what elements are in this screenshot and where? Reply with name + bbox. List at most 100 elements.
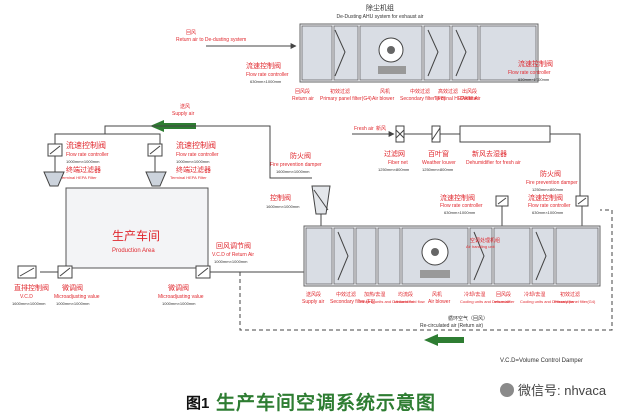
svg-text:风机: 风机 [432, 291, 442, 298]
svg-text:1000mm×1000mm: 1000mm×1000mm [214, 259, 248, 264]
svg-text:百叶窗: 百叶窗 [428, 149, 449, 158]
left-flow-controller-1: 流速控制阀 Flow rate controller 1000mm×1000mm [66, 140, 109, 164]
svg-text:直排控制阀: 直排控制阀 [14, 283, 49, 292]
svg-text:Secondary filter (F8): Secondary filter (F8) [330, 299, 376, 305]
hepa-filter-left: 终端过滤器 Terminal HEPA Filter [43, 165, 101, 187]
svg-text:1250mm×800mm: 1250mm×800mm [378, 167, 410, 172]
svg-text:Primary panel filter(G4): Primary panel filter(G4) [320, 96, 372, 102]
svg-text:Terminal HEPA filter: Terminal HEPA filter [434, 96, 478, 102]
svg-text:return air: return air [494, 299, 511, 304]
wechat-icon [500, 382, 514, 397]
production-area-en: Production Area [112, 248, 155, 254]
svg-text:Return air: Return air [292, 96, 314, 102]
top-unit-title-en: De-Dusting AHU system for exhaust air [337, 14, 424, 20]
svg-text:加热/去湿: 加热/去湿 [364, 291, 385, 298]
control-valve-label: 控制阀 1600mm×1000mm [266, 193, 300, 209]
wechat-id: 微信号: nhvaca [518, 383, 607, 398]
svg-text:新风: 新风 [376, 125, 386, 132]
svg-text:1250mm×800mm: 1250mm×800mm [422, 167, 454, 172]
micro-left-label: 微调阀 Microadjusting value 1000mm×1000mm [54, 283, 100, 306]
legend-vcd: V.C.D=Volume Control Damper [500, 358, 583, 364]
left-flow-controller-2: 流速控制阀 Flow rate controller 1000mm×1000mm [176, 140, 219, 164]
supply-arrow-en: Supply air [172, 111, 195, 117]
svg-text:空调处理机组: 空调处理机组 [470, 237, 500, 244]
svg-text:流速控制阀: 流速控制阀 [66, 140, 106, 150]
figure-label: 图1 [186, 395, 210, 412]
svg-text:高效过滤: 高效过滤 [438, 88, 458, 95]
svg-text:Air handling unit: Air handling unit [466, 244, 496, 249]
weather-louver-icon [431, 125, 441, 143]
bottom-unit-section-labels: 送风段 Supply air 中效过滤 Secondary filter (F8… [302, 291, 596, 305]
vcd-left-label: 直排控制阀 V.C.D 1600mm×1000mm [12, 283, 49, 306]
svg-text:循环空气（回风）: 循环空气（回风） [448, 315, 488, 322]
svg-text:回风段: 回风段 [496, 291, 511, 298]
svg-text:Secondary filter (F8): Secondary filter (F8) [400, 96, 446, 102]
left-damper-2-icon [147, 143, 163, 157]
svg-text:送风段: 送风段 [306, 291, 321, 298]
svg-text:防火阀: 防火阀 [540, 169, 561, 178]
svg-text:控制阀: 控制阀 [270, 193, 291, 202]
svg-text:新风去湿器: 新风去湿器 [472, 149, 507, 158]
svg-text:终端过滤器: 终端过滤器 [66, 165, 101, 174]
svg-text:流速控制阀: 流速控制阀 [518, 59, 553, 68]
bottom-unit-title: 空调处理机组 Air handling unit [466, 237, 500, 249]
micro-right-label: 微调阀 Microadjusting value 1000mm×1000mm [158, 283, 204, 306]
svg-text:1250mm×800mm: 1250mm×800mm [532, 187, 564, 192]
svg-text:Fiber net: Fiber net [388, 160, 408, 166]
wechat-watermark: 微信号: nhvaca [500, 380, 606, 399]
svg-text:Fresh air: Fresh air [354, 126, 374, 132]
svg-text:V.C.D: V.C.D [20, 294, 33, 300]
svg-text:1600mm×1000mm: 1600mm×1000mm [266, 204, 300, 209]
figure-title: 生产车间空调系统示意图 [216, 393, 437, 414]
svg-text:初效过滤: 初效过滤 [330, 88, 350, 95]
right-flow-controller-1: 流速控制阀 Flow rate controller 630mm×1000mm [440, 193, 483, 215]
svg-text:Air blower: Air blower [372, 96, 395, 102]
right-damper-1-icon [495, 195, 509, 207]
top-flow-controller-left: 流速控制阀 Flow rate controller 630mm×1000mm [246, 61, 289, 84]
svg-text:Microadjusting value: Microadjusting value [158, 294, 204, 300]
svg-text:Primary panel filter(G4): Primary panel filter(G4) [554, 299, 596, 304]
svg-text:Outlet Air: Outlet Air [460, 96, 481, 102]
production-area-cn: 生产车间 [112, 228, 160, 243]
production-area [65, 187, 209, 269]
svg-text:V.C.D of Return Air: V.C.D of Return Air [212, 252, 254, 258]
svg-text:Flow rate controller: Flow rate controller [176, 152, 219, 158]
left-damper-1-icon [47, 143, 63, 157]
svg-text:冷却/去湿: 冷却/去湿 [524, 291, 545, 298]
micro-left-damper-icon [57, 265, 73, 279]
micro-right-damper-icon [195, 265, 211, 279]
svg-text:均流段: 均流段 [398, 291, 413, 298]
svg-text:Microadjusting value: Microadjusting value [54, 294, 100, 300]
right-flow-controller-2: 流速控制阀 Flow rate controller 630mm×1000mm [528, 193, 571, 215]
svg-text:微调阀: 微调阀 [62, 283, 83, 292]
top-unit-title-cn: 除尘机组 [366, 3, 394, 12]
vcd-left-damper-icon [17, 265, 37, 279]
svg-text:Terminal HEPA Filter: Terminal HEPA Filter [170, 175, 207, 180]
svg-text:Cooling units and Dehumidifier: Cooling units and Dehumidifier [520, 299, 575, 304]
fresh-air-dehumidifier-box [459, 125, 551, 143]
svg-text:Weather louver: Weather louver [422, 160, 456, 166]
svg-text:Flow rate controller: Flow rate controller [246, 72, 289, 78]
svg-text:流速控制阀: 流速控制阀 [246, 61, 281, 70]
fire-damper-top-label: 防火阀 Fire prevention damper 1600mm×1000mm [270, 151, 322, 174]
svg-text:过滤网: 过滤网 [384, 149, 405, 158]
svg-text:1000mm×1000mm: 1000mm×1000mm [66, 159, 100, 164]
svg-text:出风段: 出风段 [462, 88, 477, 95]
svg-text:风机: 风机 [380, 88, 390, 95]
svg-text:Heating units and Dehumidifier: Heating units and Dehumidifier [360, 299, 415, 304]
hepa-filter-right: 终端过滤器 Terminal HEPA Filter [145, 165, 211, 187]
svg-text:630mm×1000mm: 630mm×1000mm [250, 79, 282, 84]
svg-text:630mm×1000mm: 630mm×1000mm [532, 210, 564, 215]
fresh-chain-labels: 过滤网 Fiber net 1250mm×800mm 百叶窗 Weather l… [378, 149, 521, 172]
svg-text:流速控制阀: 流速控制阀 [440, 193, 475, 202]
svg-text:冷却/去湿: 冷却/去湿 [464, 291, 485, 298]
svg-text:1000mm×1000mm: 1000mm×1000mm [162, 301, 196, 306]
svg-text:630mm×1000mm: 630mm×1000mm [518, 77, 550, 82]
svg-text:终端过滤器: 终端过滤器 [176, 165, 211, 174]
svg-text:微调阀: 微调阀 [168, 283, 189, 292]
svg-text:1000mm×1000mm: 1000mm×1000mm [56, 301, 90, 306]
vcd-return-air-label: 回风调节阀 V.C.D of Return Air 1000mm×1000mm [212, 241, 254, 264]
svg-text:Flow rate controller: Flow rate controller [528, 203, 571, 209]
bottom-ahu-unit [303, 225, 601, 287]
